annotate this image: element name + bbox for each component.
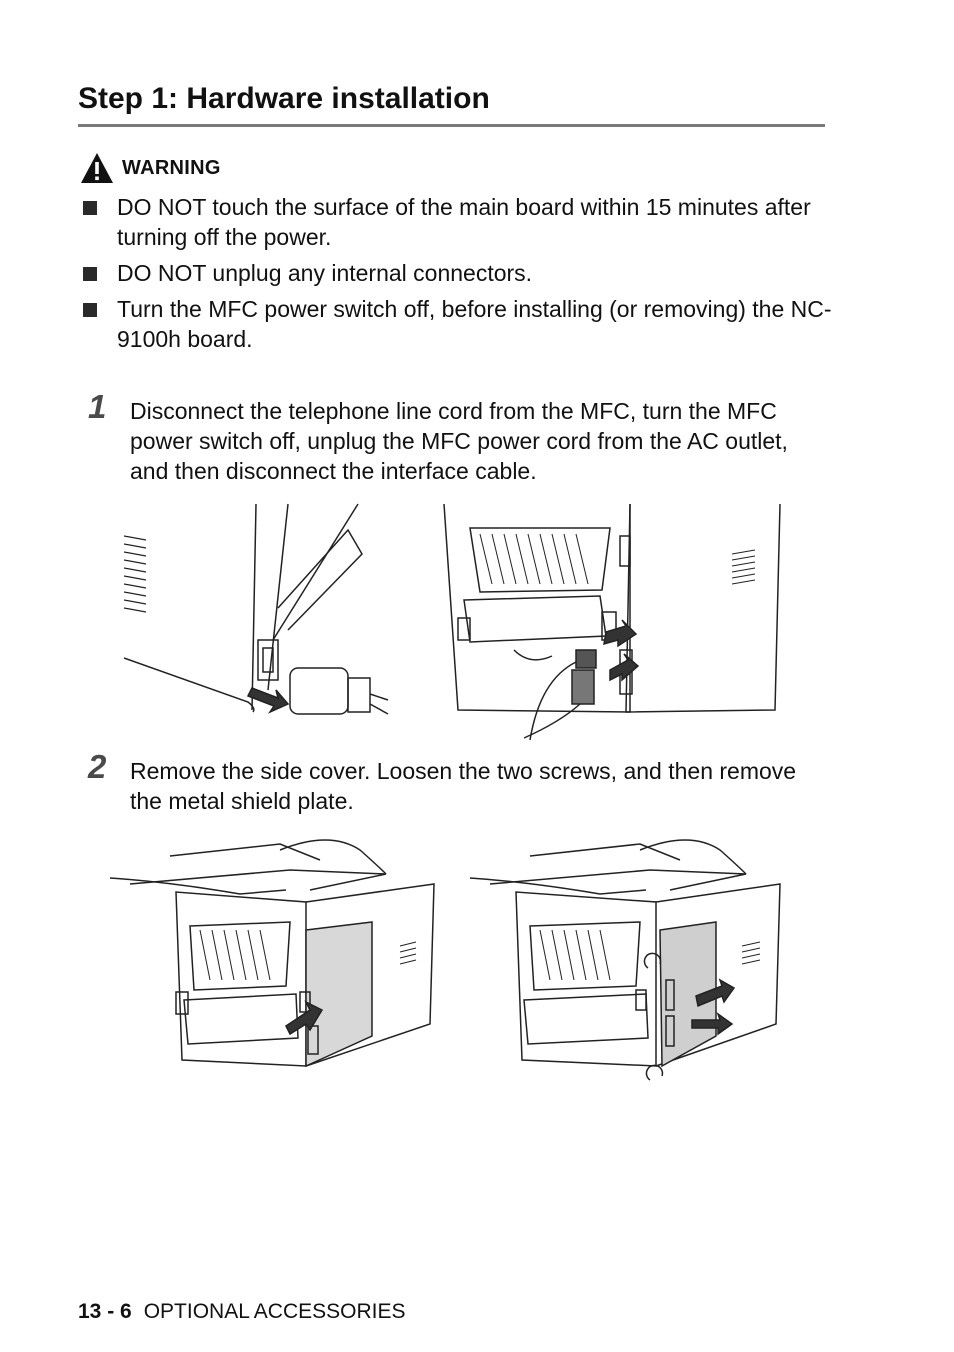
shield-plate-removal-illustration (470, 839, 781, 1081)
warning-item: DO NOT touch the surface of the main boa… (80, 192, 840, 252)
side-cover-removal-illustration (110, 839, 435, 1068)
bullet-square-icon (83, 267, 97, 281)
warning-item: Turn the MFC power switch off, before in… (80, 294, 840, 354)
bullet-square-icon (83, 303, 97, 317)
warning-triangle-icon (81, 153, 113, 183)
warning-header: WARNING (80, 152, 221, 184)
warning-label: WARNING (122, 156, 221, 179)
interface-cable-illustration (443, 503, 781, 740)
power-cord-illustration (123, 503, 389, 715)
bullet-square-icon (83, 201, 97, 215)
step-text: Disconnect the telephone line cord from … (130, 398, 788, 484)
step-number: 1 (88, 388, 107, 425)
footer-section: OPTIONAL ACCESSORIES (143, 1300, 406, 1323)
step-number: 2 (88, 748, 107, 785)
page-number: 13 - 6 (78, 1300, 132, 1323)
warning-list: DO NOT touch the surface of the main boa… (80, 192, 840, 360)
warning-item: DO NOT unplug any internal connectors. (80, 258, 840, 288)
page-title: Step 1: Hardware installation (78, 82, 490, 115)
page-footer: 13 - 6 OPTIONAL ACCESSORIES (78, 1300, 406, 1324)
title-divider (78, 124, 825, 127)
step-text: Remove the side cover. Loosen the two sc… (130, 758, 797, 814)
